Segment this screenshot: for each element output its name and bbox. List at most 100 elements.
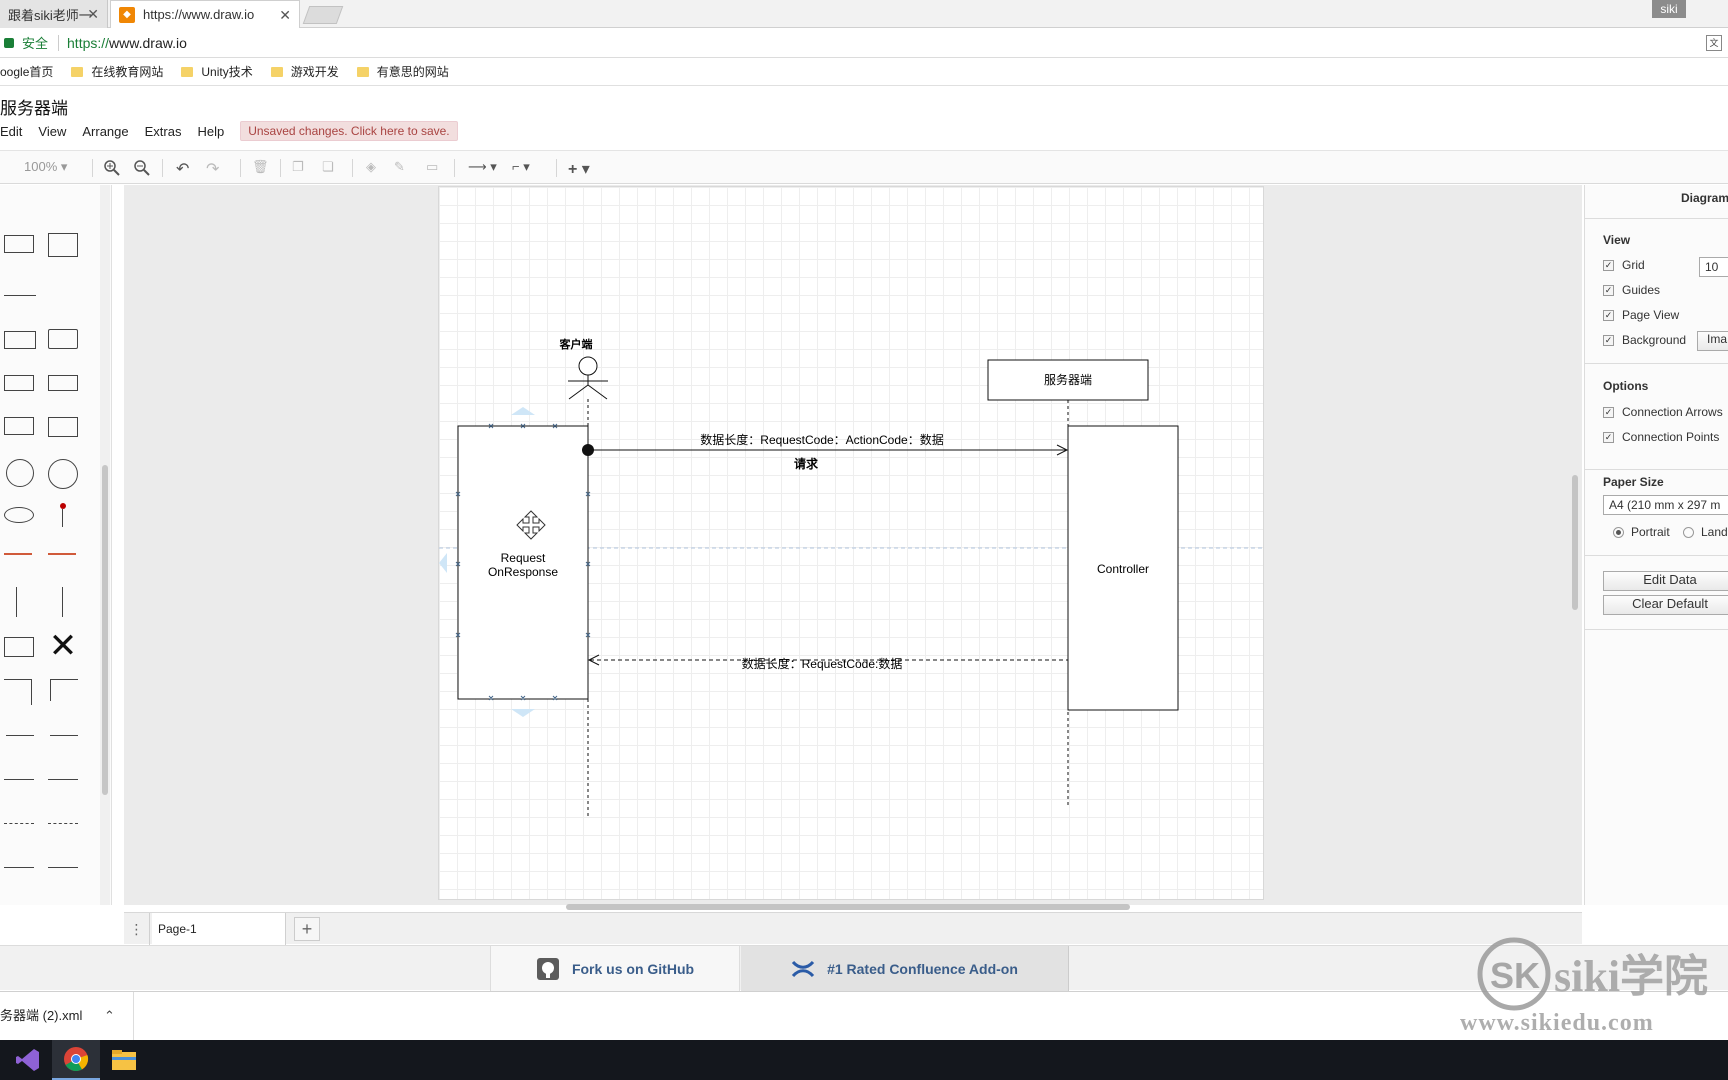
fork-github-button[interactable]: Fork us on GitHub: [490, 946, 740, 991]
portrait-radio[interactable]: Portrait: [1613, 525, 1670, 539]
chrome-icon[interactable]: [52, 1040, 100, 1080]
zoom-in-icon[interactable]: [103, 159, 121, 177]
shape-frame-icon[interactable]: [4, 417, 34, 435]
grid-size-input[interactable]: 10: [1699, 257, 1728, 277]
menu-help[interactable]: Help: [197, 123, 225, 139]
checkbox-checked-icon[interactable]: ✓: [1603, 309, 1614, 321]
page-menu-icon[interactable]: ⋮: [124, 913, 150, 945]
connection-points-checkbox[interactable]: ✓Connection Points: [1603, 430, 1719, 444]
confluence-addon-button[interactable]: #1 Rated Confluence Add-on: [741, 946, 1069, 991]
diagram-page[interactable]: 客户端 Request OnResponse 服务器: [438, 186, 1265, 901]
checkbox-checked-icon[interactable]: ✓: [1603, 259, 1614, 271]
bookmark-folder[interactable]: 游戏开发: [270, 63, 339, 80]
radio-selected-icon[interactable]: [1613, 526, 1624, 538]
client-box[interactable]: [457, 425, 589, 700]
url-text[interactable]: https://www.draw.io: [67, 35, 187, 51]
checkbox-checked-icon[interactable]: ✓: [1603, 284, 1614, 296]
shape-line-icon[interactable]: [48, 867, 78, 868]
checkbox-checked-icon[interactable]: ✓: [1603, 334, 1614, 346]
checkbox-checked-icon[interactable]: ✓: [1603, 406, 1614, 418]
menu-arrange[interactable]: Arrange: [82, 123, 129, 139]
chevron-up-icon[interactable]: ⌃: [104, 1008, 115, 1023]
shapes-scroll-thumb[interactable]: [102, 465, 108, 795]
shape-message-icon[interactable]: [50, 735, 78, 736]
format-panel-scrollbar[interactable]: [1572, 475, 1578, 610]
shape-entity-icon[interactable]: [48, 459, 78, 489]
shape-interface-icon[interactable]: [48, 553, 76, 555]
zoom-out-icon[interactable]: [133, 159, 151, 177]
bookmark-folder[interactable]: Unity技术: [181, 63, 253, 80]
shape-class-icon[interactable]: [4, 235, 34, 253]
menu-edit[interactable]: Edit: [0, 123, 23, 139]
waypoints-icon[interactable]: ⌐ ▾: [512, 159, 530, 174]
shape-line-icon[interactable]: [4, 295, 36, 296]
canvas-horizontal-scrollbar[interactable]: [566, 904, 1130, 910]
edit-data-button[interactable]: Edit Data: [1603, 571, 1728, 591]
controller-box[interactable]: [1067, 425, 1179, 711]
zoom-dropdown[interactable]: 100% ▾: [24, 159, 68, 174]
shape-callback-icon[interactable]: [50, 679, 78, 701]
shape-rect-icon[interactable]: [48, 329, 78, 349]
shape-frame-icon[interactable]: [48, 417, 78, 437]
clone-arrow-left-icon[interactable]: [439, 553, 447, 573]
connection-arrows-checkbox[interactable]: ✓Connection Arrows: [1603, 405, 1723, 419]
shape-lifeline-icon[interactable]: [16, 587, 17, 617]
address-bar[interactable]: 安全 https://www.draw.io 文: [0, 28, 1728, 58]
request-caption[interactable]: 请求: [794, 456, 819, 471]
file-explorer-icon[interactable]: [100, 1040, 148, 1080]
paper-size-select[interactable]: A4 (210 mm x 297 m: [1603, 495, 1728, 515]
shape-message-icon[interactable]: [48, 779, 78, 780]
connection-icon[interactable]: ⟶ ▾: [468, 159, 497, 174]
shape-destroy-icon[interactable]: ✕: [48, 627, 78, 665]
shape-package-icon[interactable]: [48, 375, 78, 391]
close-tab-icon[interactable]: ✕: [279, 7, 291, 23]
shape-lifeline-icon[interactable]: [62, 587, 63, 617]
insert-icon[interactable]: + ▾: [568, 161, 590, 178]
menu-view[interactable]: View: [38, 123, 67, 139]
checkbox-checked-icon[interactable]: ✓: [1603, 431, 1614, 443]
shape-class-icon[interactable]: [48, 233, 78, 257]
radio-unselected-icon[interactable]: [1683, 526, 1694, 538]
response-message-label[interactable]: 数据长度：RequestCode:数据: [742, 656, 903, 671]
redo-icon[interactable]: ↷: [206, 161, 220, 178]
landscape-radio[interactable]: Lands: [1683, 525, 1728, 539]
clear-default-style-button[interactable]: Clear Default: [1603, 595, 1728, 615]
shape-self-call-icon[interactable]: [4, 679, 32, 705]
fill-color-icon[interactable]: ◈: [366, 159, 376, 174]
window-user-badge[interactable]: siki: [1652, 0, 1686, 18]
shape-return-icon[interactable]: [48, 823, 78, 824]
request-message-label[interactable]: 数据长度：RequestCode：ActionCode：数据: [700, 432, 943, 447]
background-image-button[interactable]: Ima: [1697, 331, 1728, 351]
shapes-scrollbar[interactable]: [100, 185, 110, 905]
line-color-icon[interactable]: ✎: [394, 159, 405, 174]
grid-checkbox[interactable]: ✓Grid: [1603, 258, 1645, 272]
undo-icon[interactable]: ↶: [176, 161, 190, 178]
diagram-svg[interactable]: 客户端 Request OnResponse 服务器: [439, 187, 1265, 901]
bookmark-folder[interactable]: 在线教育网站: [71, 63, 163, 80]
shape-usecase-icon[interactable]: [4, 507, 34, 523]
download-item[interactable]: 务器端 (2).xml: [0, 992, 134, 1040]
visual-studio-icon[interactable]: [4, 1040, 52, 1080]
shape-boundary-icon[interactable]: [6, 459, 34, 487]
background-checkbox[interactable]: ✓Background: [1603, 333, 1686, 347]
to-front-icon[interactable]: ❐: [292, 159, 304, 174]
menu-extras[interactable]: Extras: [144, 123, 182, 139]
shape-initial-state-icon[interactable]: [60, 503, 66, 509]
bookmark-folder[interactable]: 有意思的网站: [356, 63, 449, 80]
shape-package-icon[interactable]: [4, 375, 34, 391]
delete-icon[interactable]: 🗑: [252, 159, 269, 174]
shadow-icon[interactable]: ▭: [426, 159, 439, 174]
actor-figure[interactable]: [568, 356, 608, 400]
to-back-icon[interactable]: ❏: [322, 159, 334, 174]
actor-label[interactable]: 客户端: [559, 337, 593, 351]
selection-handles[interactable]: [455, 423, 591, 701]
shape-interface-icon[interactable]: [4, 553, 32, 555]
translate-icon[interactable]: 文: [1706, 35, 1722, 51]
format-panel-header[interactable]: Diagram: [1681, 191, 1728, 205]
diagram-title[interactable]: 服务器端: [0, 99, 68, 118]
clone-arrow-up-icon[interactable]: [511, 407, 535, 415]
new-tab-button[interactable]: [302, 6, 344, 24]
guides-checkbox[interactable]: ✓Guides: [1603, 283, 1660, 297]
shape-line-icon[interactable]: [4, 867, 34, 868]
browser-tab-siki[interactable]: 跟着siki老师一 ✕: [0, 0, 108, 28]
